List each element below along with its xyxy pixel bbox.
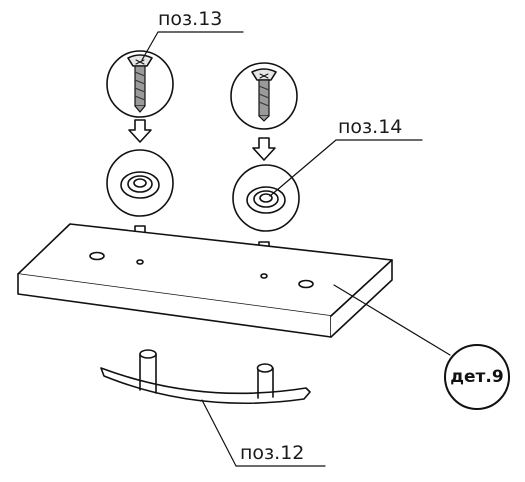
board-part-badge: дет.9 — [444, 344, 510, 410]
screw-detail-circle-left — [106, 50, 174, 118]
arrow-down-3 — [252, 137, 276, 161]
arrow-down-1 — [128, 119, 152, 143]
handle-position-label: поз.12 — [240, 442, 305, 464]
cap-detail-circle-left — [106, 149, 174, 217]
leader-lines — [141, 31, 451, 467]
cap-detail-circle-right — [232, 164, 300, 232]
handle-part — [100, 349, 311, 405]
screw-detail-circle-right — [230, 62, 298, 130]
board-part — [17, 223, 393, 338]
cap-position-label: поз.14 — [338, 116, 403, 138]
screw-position-label: поз.13 — [158, 8, 223, 30]
